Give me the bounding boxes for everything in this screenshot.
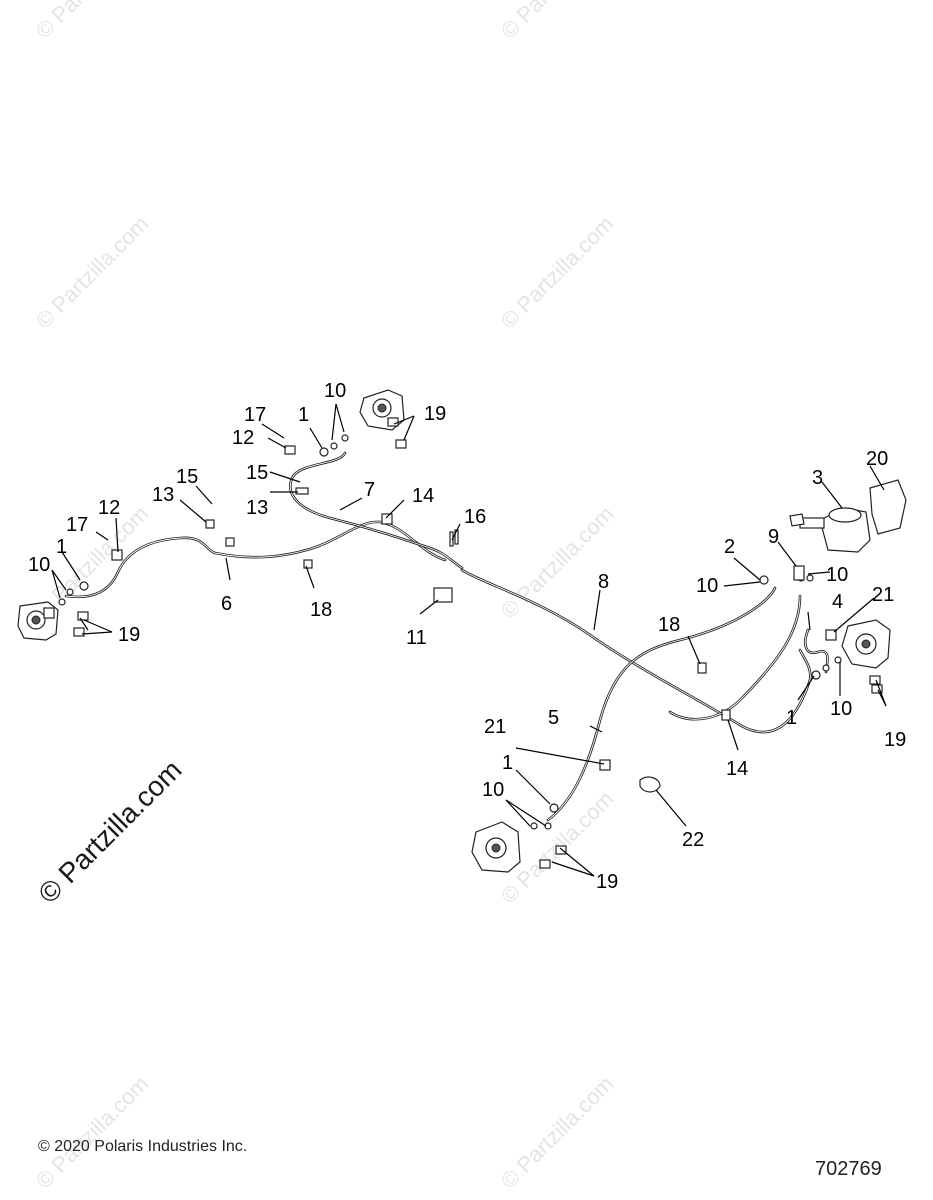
callout-1: 1 — [502, 752, 513, 774]
hoses — [64, 451, 829, 822]
callout-6: 6 — [221, 593, 232, 615]
callout-10: 10 — [696, 575, 718, 597]
callout-21: 21 — [484, 716, 506, 738]
callout-15: 15 — [176, 466, 198, 488]
callout-2: 2 — [724, 536, 735, 558]
hardware — [58, 417, 883, 869]
callout-9: 9 — [768, 526, 779, 548]
callout-1: 1 — [56, 536, 67, 558]
callout-7: 7 — [364, 479, 375, 501]
callout-10: 10 — [830, 698, 852, 720]
callout-19: 19 — [118, 624, 140, 646]
front-left-caliper — [17, 601, 59, 641]
callout-18: 18 — [310, 599, 332, 621]
watermark-text: © Partzilla.com — [31, 211, 154, 334]
callout-12: 12 — [98, 497, 120, 519]
callout-15: 15 — [246, 462, 268, 484]
watermark-text: © Partzilla.com — [496, 0, 619, 44]
callout-22: 22 — [682, 829, 704, 851]
callout-19: 19 — [424, 403, 446, 425]
callout-19: 19 — [596, 871, 618, 893]
brake-line-8-loop — [668, 594, 802, 721]
callout-10: 10 — [324, 380, 346, 402]
callout-11: 11 — [406, 627, 427, 649]
callout-12: 12 — [232, 427, 254, 449]
leader-lines — [51, 403, 887, 877]
copyright-text: © 2020 Polaris Industries Inc. — [38, 1138, 248, 1155]
switch-bracket — [869, 479, 907, 535]
watermark-text-bold: © Partzilla.com — [32, 754, 187, 909]
callout-10: 10 — [826, 564, 848, 586]
callout-1: 1 — [298, 404, 309, 426]
callout-13: 13 — [152, 484, 174, 506]
rear-left-caliper — [471, 821, 521, 873]
callout-10: 10 — [482, 779, 504, 801]
watermark-text: © Partzilla.com — [496, 1071, 619, 1194]
callout-8: 8 — [598, 571, 609, 593]
callout-14: 14 — [412, 485, 434, 507]
callout-3: 3 — [812, 467, 823, 489]
callout-13: 13 — [246, 497, 268, 519]
callout-4: 4 — [832, 591, 843, 613]
callout-10: 10 — [28, 554, 50, 576]
callout-17: 17 — [66, 514, 88, 536]
callout-18: 18 — [658, 614, 680, 636]
watermark-text: © Partzilla.com — [496, 501, 619, 624]
watermark-layer: © Partzilla.com © Partzilla.com © Partzi… — [31, 0, 619, 1194]
watermark-text: © Partzilla.com — [31, 1071, 154, 1194]
callout-5: 5 — [548, 707, 559, 729]
callout-19: 19 — [884, 729, 906, 751]
watermark-text: © Partzilla.com — [31, 0, 154, 44]
watermark-text: © Partzilla.com — [496, 211, 619, 334]
master-cylinder — [789, 507, 871, 553]
callout-14: 14 — [726, 758, 748, 780]
callouts: 10 1 17 12 19 13 15 6 17 12 15 13 1 10 1… — [28, 380, 906, 893]
callout-1: 1 — [786, 707, 797, 729]
callout-17: 17 — [244, 404, 266, 426]
rear-right-caliper — [841, 619, 891, 669]
callout-21: 21 — [872, 584, 894, 606]
callout-20: 20 — [866, 448, 888, 470]
document-number: 702769 — [815, 1158, 882, 1180]
callout-16: 16 — [464, 506, 486, 528]
